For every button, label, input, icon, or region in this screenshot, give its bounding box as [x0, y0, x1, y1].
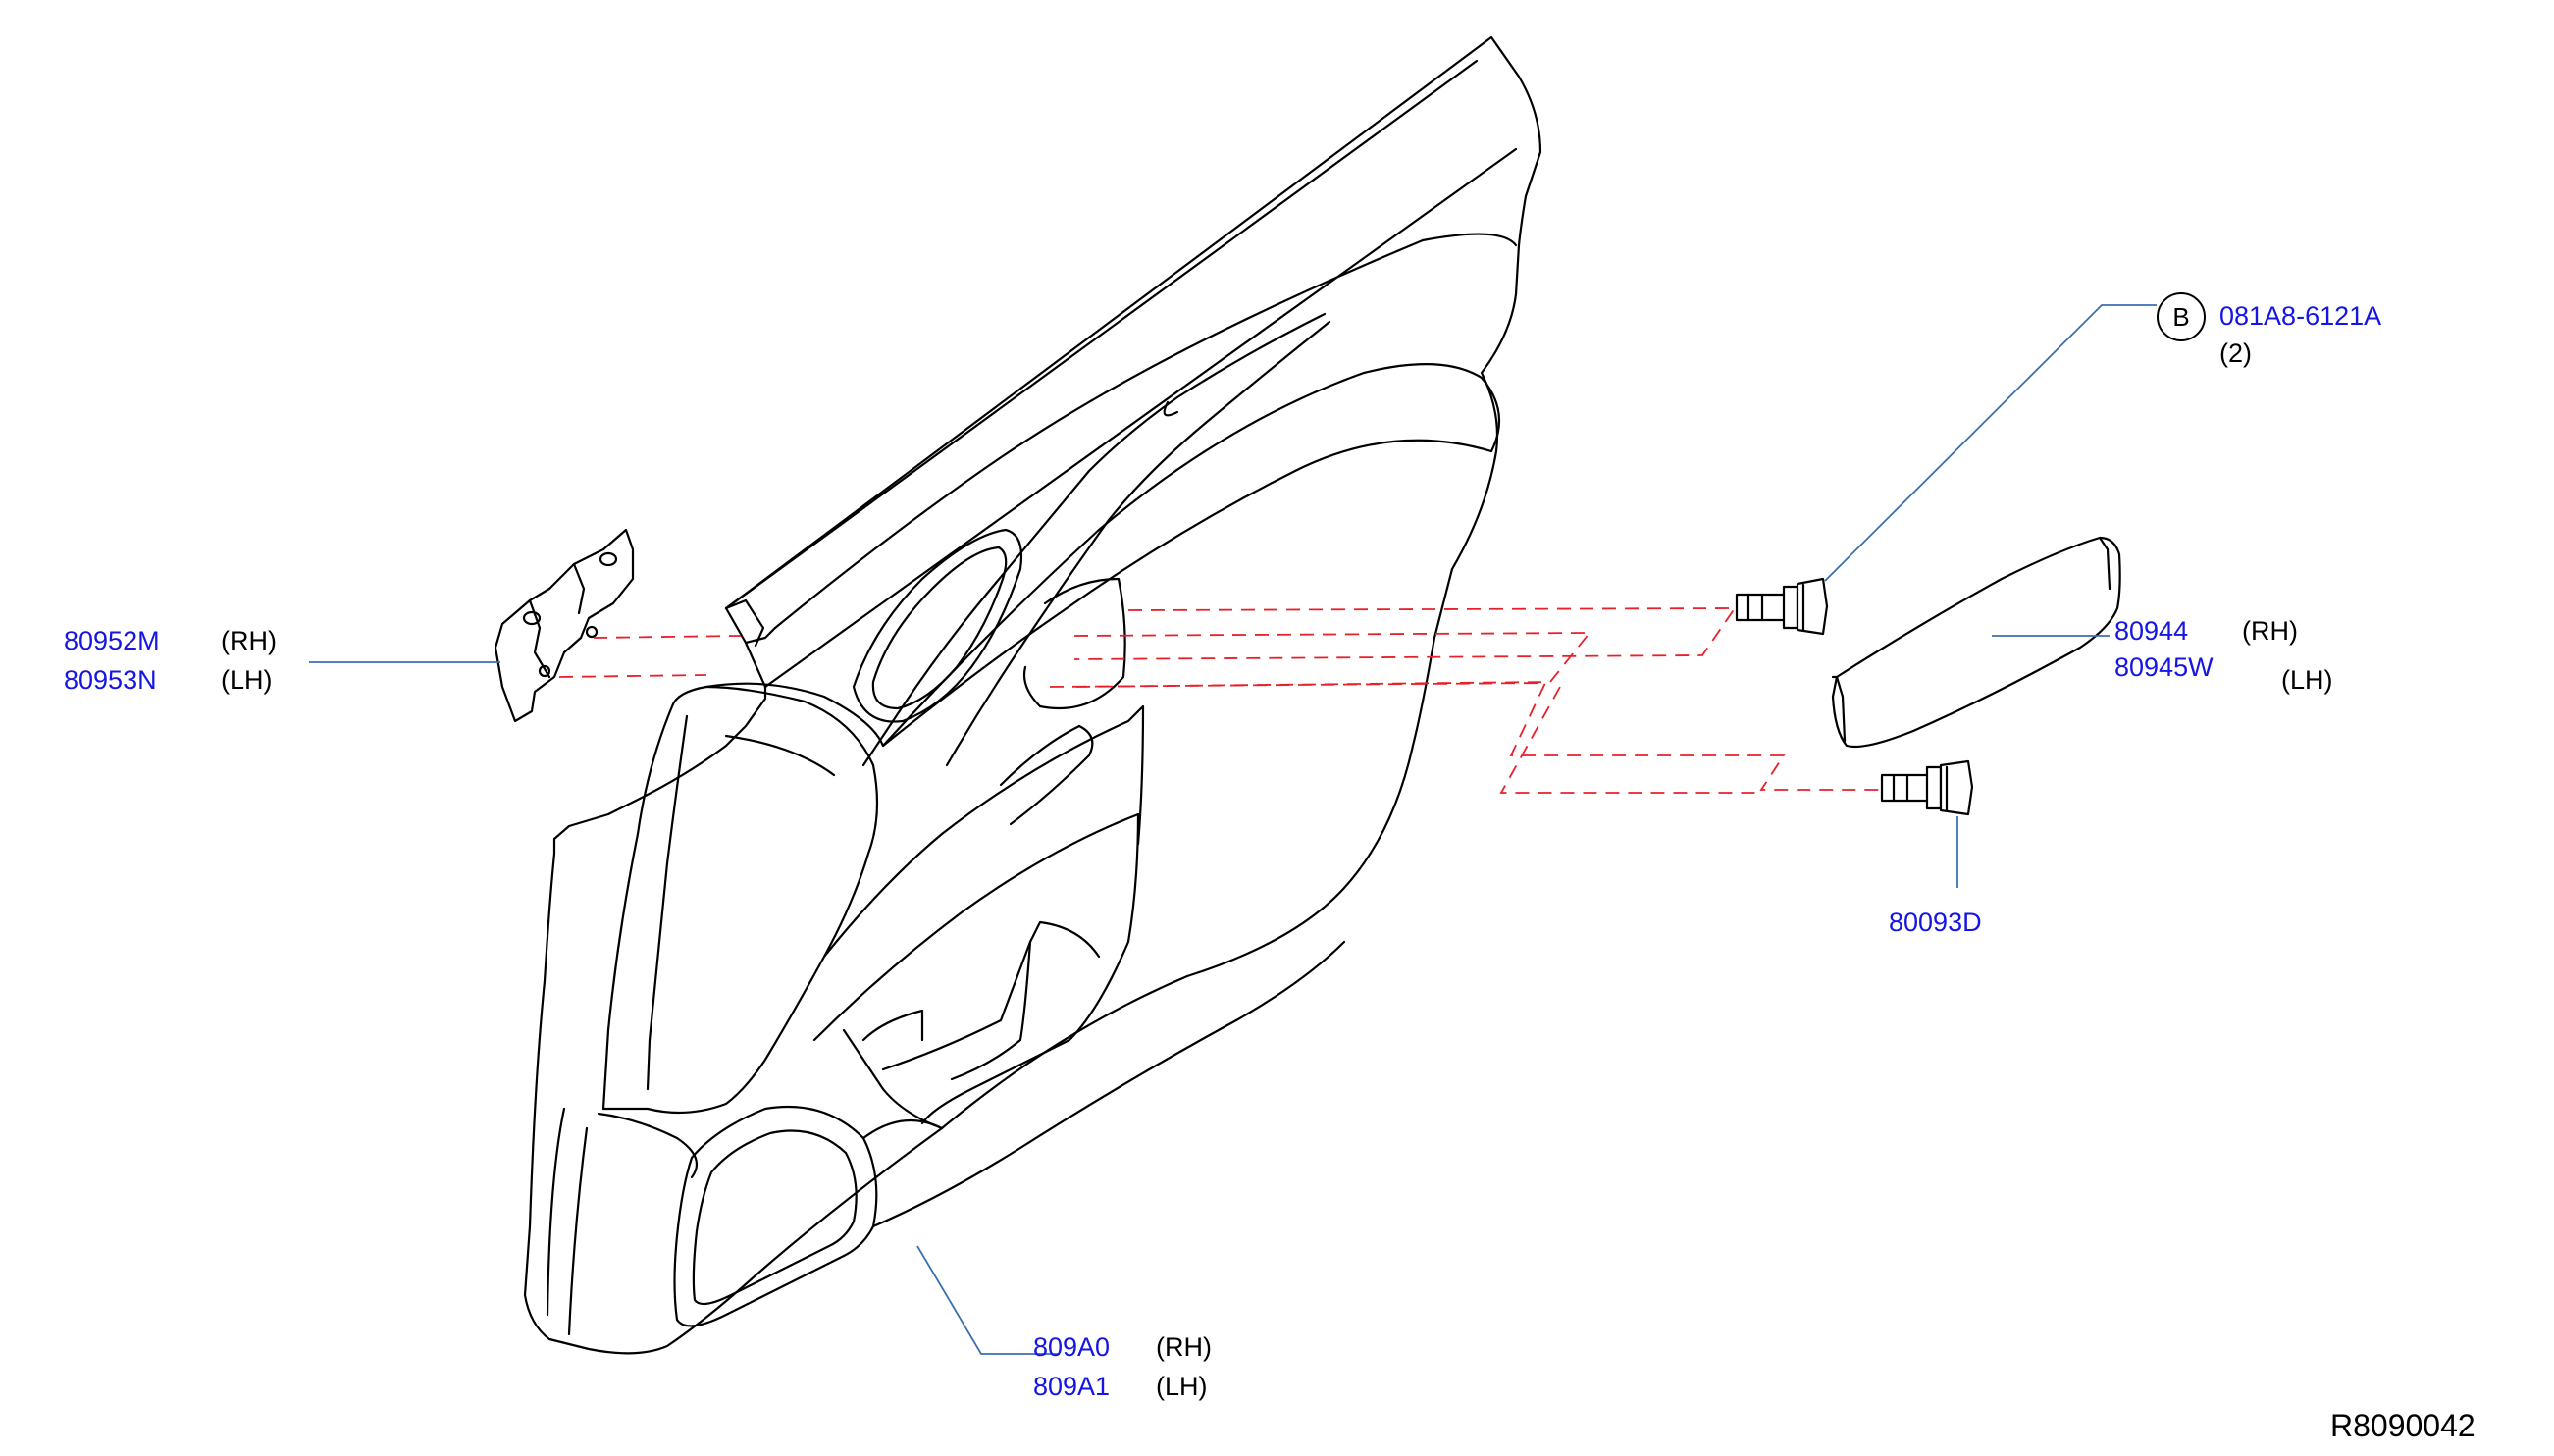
- door-finisher-drawing: [523, 35, 1542, 1355]
- dashed-guides: [558, 607, 1880, 794]
- bolt-b-quantity: (2): [2219, 338, 2252, 368]
- cover-drawing: [1831, 536, 2121, 749]
- clip-drawing: [1880, 759, 1974, 816]
- door-finisher-lh-part-number[interactable]: 809A1: [1033, 1372, 1111, 1401]
- bracket-lh-part-number[interactable]: 80953N: [64, 665, 157, 695]
- door-finisher-rh-part-number[interactable]: 809A0: [1033, 1332, 1111, 1362]
- cover-rh-side: (RH): [2242, 616, 2298, 646]
- cover-rh-part-number[interactable]: 80944: [2114, 616, 2189, 646]
- door-finisher-rh-side: (RH): [1156, 1332, 1212, 1362]
- door-finisher-lh-side: (LH): [1156, 1372, 1208, 1401]
- bracket-drawing: [494, 528, 635, 723]
- bolt-b-symbol: B: [2172, 301, 2190, 332]
- leader-lines: [309, 304, 2157, 1355]
- diagram-reference-code: R8090042: [2330, 1408, 2476, 1443]
- bracket-rh-side: (RH): [221, 626, 277, 655]
- cover-lh-part-number[interactable]: 80945W: [2114, 652, 2214, 682]
- bolt-b-circle-symbol: B: [2157, 292, 2206, 341]
- bolt-b-part-number[interactable]: 081A8-6121A: [2219, 301, 2382, 331]
- bracket-rh-part-number[interactable]: 80952M: [64, 626, 160, 655]
- cover-lh-side: (LH): [2281, 665, 2333, 695]
- bracket-lh-side: (LH): [221, 665, 273, 695]
- clip-part-number[interactable]: 80093D: [1889, 908, 1982, 937]
- bolt-b-drawing: [1735, 577, 1829, 636]
